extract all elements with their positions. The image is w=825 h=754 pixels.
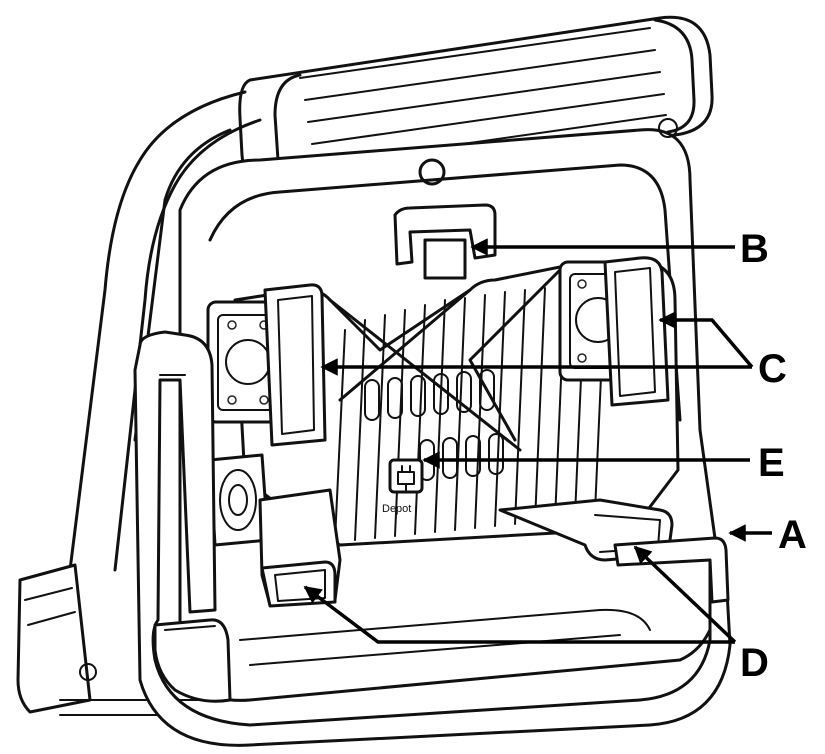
- rear-frame: [16, 90, 262, 716]
- callout-a: A: [778, 513, 807, 557]
- callout-b: B: [740, 227, 769, 271]
- leader-d-right: [633, 545, 737, 644]
- hanger-hook: [393, 203, 497, 280]
- bracket-clip-left: [258, 488, 342, 608]
- leader-d-left: [303, 585, 735, 644]
- outlet-cover-left: [206, 283, 327, 447]
- power-symbol-icon: Depot: [382, 458, 424, 515]
- leader-lines: [303, 238, 772, 644]
- callout-labels: B C E A D: [740, 227, 807, 685]
- callout-e: E: [758, 441, 785, 485]
- callout-c: C: [758, 347, 787, 391]
- callout-d: D: [740, 641, 769, 685]
- brand-mark: Depot: [382, 503, 411, 515]
- leader-c-right: [658, 311, 754, 369]
